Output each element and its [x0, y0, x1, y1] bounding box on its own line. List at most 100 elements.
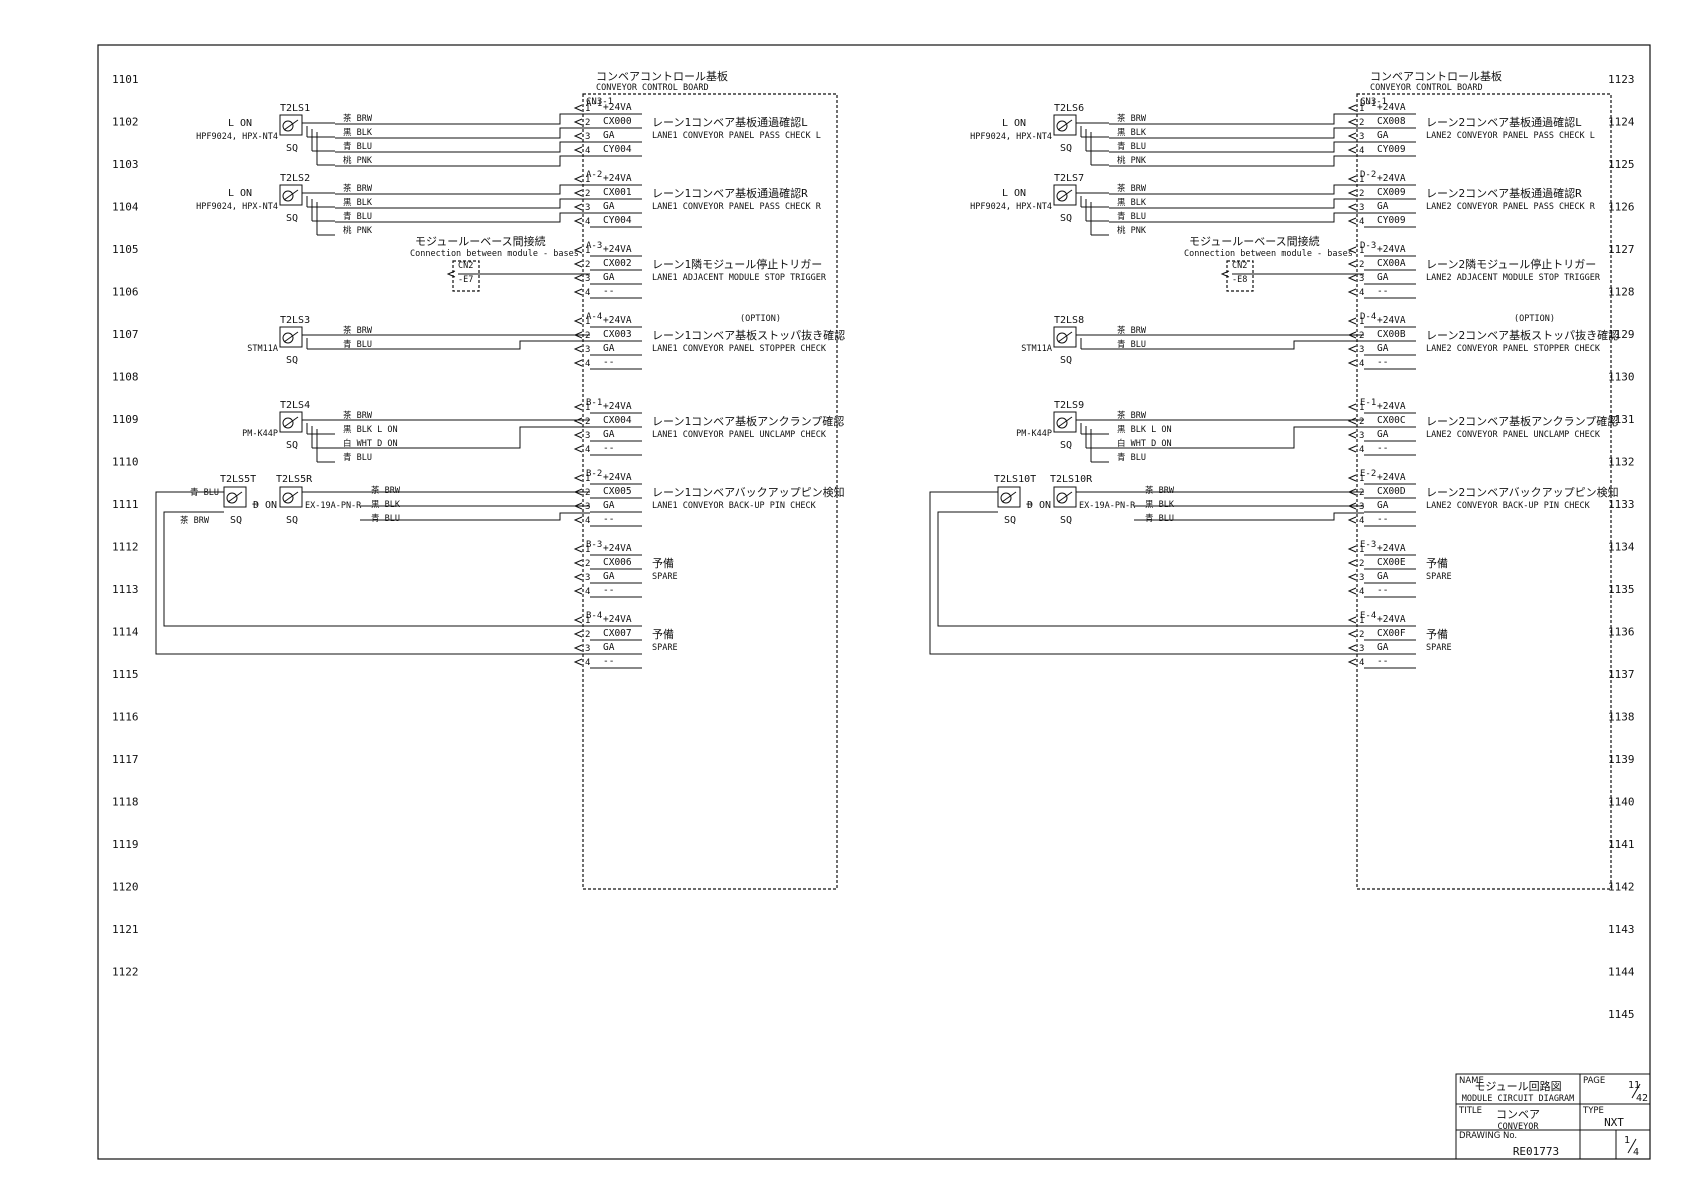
wire [163, 511, 590, 627]
wire [1347, 359, 1357, 367]
sensor-lens [226, 492, 238, 504]
wire [155, 491, 590, 655]
wire [1347, 317, 1357, 325]
wire-color: 青 BLU [1117, 339, 1146, 350]
group-id: D-3 [1360, 241, 1376, 251]
line-number: 1139 [1608, 753, 1635, 766]
beam-arrow-icon: ⇒ [1026, 497, 1033, 510]
group-id: A-4 [586, 312, 602, 322]
wire [1057, 189, 1073, 201]
sensor-lens [282, 120, 294, 132]
pin-signal: GA [603, 500, 615, 511]
function-description: レーン2コンベアバックアップピン検知 [1426, 485, 1619, 499]
wire [573, 175, 583, 183]
option-label: (OPTION) [1514, 314, 1555, 324]
wire [1347, 203, 1357, 211]
pin-number: 2 [585, 417, 590, 427]
line-numbers-left: 1101110211031104110511061107110811091110… [112, 73, 139, 979]
sensor-model: HPF9024, HPX-NT4 [970, 132, 1052, 142]
pin-number: 4 [1359, 658, 1364, 668]
pin-number: 2 [585, 630, 590, 640]
wire-color: 青 BLU [343, 141, 372, 152]
group-id: E-2 [1360, 469, 1376, 479]
sensor-light-on: L ON [228, 188, 252, 199]
wire [446, 270, 456, 278]
wire [573, 118, 583, 126]
wire [335, 212, 590, 223]
sensor-id: T2LS6 [1054, 103, 1084, 114]
pin-number: 1 [585, 403, 590, 413]
pin-signal: +24VA [1377, 173, 1406, 184]
wire [1627, 1138, 1637, 1154]
function-description-en: SPARE [1426, 572, 1452, 582]
wire-color: 黒 BLK [1117, 198, 1147, 208]
wire [1347, 274, 1357, 282]
pin-number: 2 [1359, 630, 1364, 640]
wire-color: 白 WHT D ON [1117, 438, 1172, 449]
sensor-symbol [279, 486, 303, 508]
emitter-sq: SQ [1004, 515, 1016, 526]
receiver-dark-on: D ON [253, 500, 277, 511]
wire [573, 417, 583, 425]
function-description: レーン2隣モジュール停止トリガー [1426, 257, 1596, 271]
wire-color: 茶 BRW [343, 325, 373, 336]
line-number: 1142 [1608, 881, 1635, 894]
wire [573, 516, 583, 524]
pin-number: 1 [1359, 175, 1364, 185]
wire [573, 246, 583, 254]
line-number: 1143 [1608, 923, 1635, 936]
receiver-dark-on: D ON [1027, 500, 1051, 511]
pin-number: 1 [585, 246, 590, 256]
pin-number: 2 [1359, 189, 1364, 199]
group-id: B-4 [586, 611, 602, 621]
function-description-en: LANE2 CONVEYOR PANEL UNCLAMP CHECK [1426, 430, 1601, 440]
pin-signal: +24VA [603, 543, 632, 554]
group-id: D-2 [1360, 170, 1376, 180]
wire [573, 474, 583, 482]
wire-color: 茶 BRW [371, 485, 401, 496]
sensor-sq: SQ [286, 213, 298, 224]
line-number: 1114 [112, 626, 139, 639]
line-number: 1110 [112, 456, 139, 469]
type-value: NXT [1604, 1116, 1624, 1129]
wire-color: 青 BLU [1117, 452, 1146, 463]
function-description-en: LANE1 CONVEYOR PANEL PASS CHECK L [652, 131, 821, 141]
wire [283, 119, 299, 131]
line-number: 1122 [112, 966, 139, 979]
pin-number: 3 [585, 644, 590, 654]
line-number: 1101 [112, 73, 139, 86]
wire [1109, 212, 1364, 223]
receiver-sq: SQ [1060, 515, 1072, 526]
sensor-lens [1056, 417, 1068, 429]
function-description-en: LANE2 CONVEYOR PANEL PASS CHECK R [1426, 202, 1596, 212]
sensor-symbol [1053, 486, 1077, 508]
wire [1631, 1083, 1641, 1099]
line-number: 1136 [1608, 626, 1635, 639]
wire [573, 104, 583, 112]
line-number: 1106 [112, 286, 139, 299]
sensor-sq: SQ [1060, 440, 1072, 451]
line-number: 1125 [1608, 158, 1635, 171]
pin-number: 3 [1359, 345, 1364, 355]
line-number: 1132 [1608, 456, 1635, 469]
line-number: 1131 [1608, 413, 1635, 426]
pin-signal: GA [603, 429, 615, 440]
wire-color: 桃 PNK [343, 225, 373, 236]
wire-color: 青 BLU [343, 452, 372, 463]
wire [1347, 417, 1357, 425]
sensor-symbol [997, 486, 1021, 508]
sensor-id: T2LS9 [1054, 400, 1084, 411]
sensor-sq: SQ [1060, 355, 1072, 366]
function-description-en: LANE1 CONVEYOR BACK-UP PIN CHECK [652, 501, 817, 511]
pin-signal: -- [1377, 443, 1388, 454]
wire [1347, 573, 1357, 581]
sensor-sq: SQ [1060, 143, 1072, 154]
sensor-model: HPF9024, HPX-NT4 [196, 202, 278, 212]
